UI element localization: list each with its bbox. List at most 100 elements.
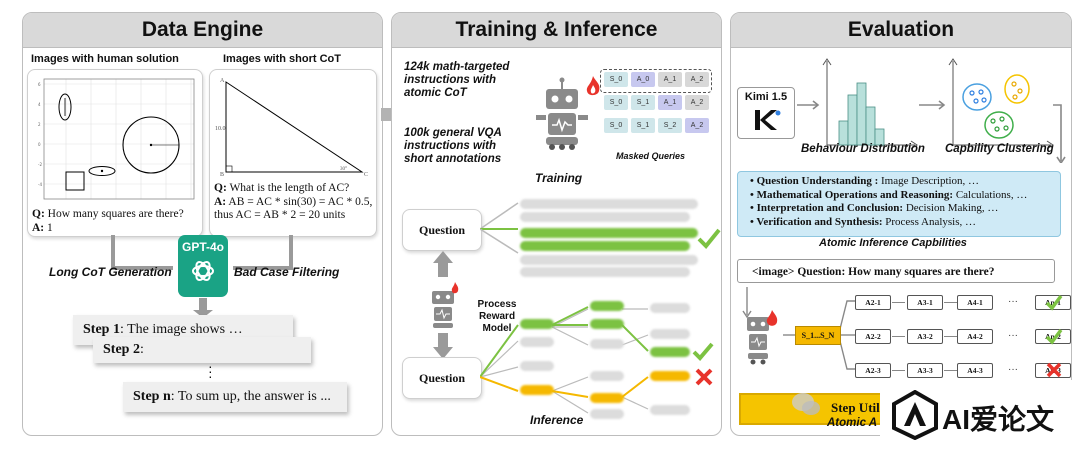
human-solution-label: Images with human solution [31, 53, 179, 65]
masked-query-cell: A_1 [658, 95, 682, 110]
capability-bullet: • Question Understanding : Image Descrip… [750, 175, 980, 187]
masked-query-cell: S_0 [604, 95, 628, 110]
short-cot-label: Images with short CoT [223, 53, 341, 65]
watermark: AI爱论文 [880, 380, 1080, 449]
cross-icon [1046, 362, 1062, 378]
chain-arrow [892, 370, 905, 371]
openai-logo-icon [192, 260, 214, 282]
gpt-4o-label: GPT-4o [181, 240, 224, 254]
tree-node-a3 [520, 361, 554, 371]
tree-node-a1 [520, 319, 554, 329]
step-util-label: Step Util [831, 400, 880, 415]
cross-icon [695, 368, 713, 386]
check-icon [1045, 294, 1063, 311]
instruction-vqa: 100k general VQA instructions with short… [404, 127, 502, 165]
question-2: Q: What is the length of AC? [214, 182, 350, 194]
fire-eval-icon [766, 310, 778, 326]
chain-arrow [892, 336, 905, 337]
evaluation-title: Evaluation [731, 13, 1071, 48]
tree-node-b5 [590, 393, 624, 403]
blurred-answer-1b [520, 212, 690, 222]
masked-query-cell: A_2 [685, 72, 709, 87]
tri-angle-label: 30° [340, 167, 347, 172]
training-inference-panel: Training & Inference 124k math-targeted … [391, 12, 722, 436]
sn-node: S_1...S_N [795, 326, 841, 345]
svg-text:2: 2 [38, 122, 41, 127]
tri-label-a: A [220, 78, 225, 84]
bad-case-label: Bad Case Filtering [234, 265, 340, 279]
question-box-1: Question [402, 209, 482, 251]
data-engine-title: Data Engine [23, 13, 382, 48]
capabilities-box: • Question Understanding : Image Descrip… [737, 171, 1061, 237]
chain-node: A4-3 [957, 363, 993, 378]
evaluation-panel: Evaluation Kimi 1.5 [730, 12, 1072, 436]
masked-query-highlight [600, 69, 712, 93]
training-title: Training & Inference [392, 13, 721, 48]
watermark-text: AI爱论文 [942, 404, 1055, 435]
data-engine-panel: Data Engine Images with human solution I… [22, 12, 383, 436]
question-1: Q: How many squares are there? [32, 208, 184, 220]
chain-ellipsis: ··· [1008, 296, 1018, 307]
chain-node: A3-3 [907, 363, 943, 378]
chain-node: A2-3 [855, 363, 891, 378]
chain-node: A4-2 [957, 329, 993, 344]
eval-question-box: <image> Question: How many squares are t… [737, 259, 1055, 283]
tri-label-b: B [220, 172, 224, 178]
tri-side-label: 10.0 [215, 126, 226, 132]
chain-arrow [944, 336, 957, 337]
tree-node-b1 [590, 301, 624, 311]
tri-label-c: C [364, 172, 368, 178]
svg-text:4: 4 [38, 102, 41, 107]
fire-icon [586, 76, 600, 96]
tree-node-a2 [520, 337, 554, 347]
robot-eval-icon [747, 317, 769, 365]
gpt-4o-badge: GPT-4o [178, 235, 228, 297]
tree-node-b3 [590, 339, 624, 349]
chain-ellipsis: ··· [1008, 330, 1018, 341]
fire-small-icon [451, 282, 459, 294]
masked-query-cell: S_0 [604, 118, 628, 133]
wechat-watermark-icon [791, 391, 821, 417]
short-cot-card: A B C 10.0 30° Q: What is the length of … [209, 69, 377, 237]
chain-node: A2-2 [855, 329, 891, 344]
outcome-branches [480, 202, 519, 254]
robot-prm-icon [432, 291, 454, 328]
watermark-logo-icon [892, 390, 938, 440]
answer-1: A: 1 [32, 222, 53, 234]
masked-query-cell: A_1 [658, 72, 682, 87]
clustering-label: Capbility Clustering [945, 143, 1054, 155]
svg-text:0: 0 [38, 142, 41, 147]
kimi-label: Kimi 1.5 [744, 91, 788, 103]
kimi-logo: Kimi 1.5 [737, 87, 795, 139]
masked-query-cell: A_2 [685, 118, 709, 133]
inference-label: Inference [530, 413, 584, 427]
tree-node-c5 [650, 405, 690, 415]
tree-node-b6 [590, 409, 624, 419]
masked-query-cell: A_0 [631, 72, 655, 87]
eval-flow [742, 287, 855, 370]
eval-arrows [797, 58, 1066, 163]
capability-bullet: • Interpretation and Conclusion: Decisio… [750, 202, 999, 214]
answer-2: A: AB = AC * sin(30) = AC * 0.5, thus AC… [214, 196, 373, 221]
capability-bullet: • Verification and Synthesis: Process An… [750, 215, 977, 228]
svg-text:-4: -4 [38, 182, 42, 187]
blurred-answer-good-b [520, 241, 690, 251]
kimi-k-icon [755, 110, 781, 130]
tree-node-a4 [520, 385, 554, 395]
long-cot-label: Long CoT Generation [49, 265, 172, 279]
blurred-answer-3 [520, 255, 698, 265]
training-label: Training [535, 171, 583, 185]
chain-node: A3-2 [907, 329, 943, 344]
step-2-box: Step 2: [93, 337, 311, 363]
capability-bullet: • Mathematical Operations and Reasoning:… [750, 188, 1028, 201]
tree-node-c2 [650, 329, 690, 339]
chain-arrow [892, 302, 905, 303]
blurred-answer-3b [520, 267, 690, 277]
check-icon [697, 228, 721, 249]
blurred-answer-good [520, 228, 698, 238]
tree-node-c4 [650, 371, 690, 381]
behaviour-label: Behaviour Distribution [801, 143, 925, 155]
